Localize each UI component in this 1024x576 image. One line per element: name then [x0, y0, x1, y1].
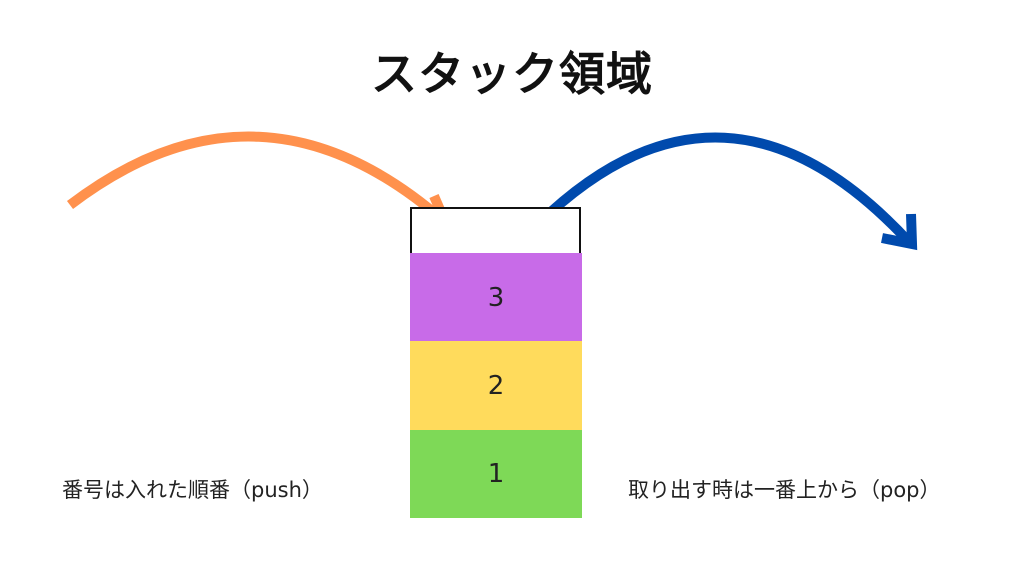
push-caption: 番号は入れた順番（push） — [62, 478, 323, 502]
stack-block-2: 2 — [410, 341, 582, 431]
stack-block-label: 3 — [487, 282, 505, 313]
push-arrow-icon — [66, 131, 455, 234]
stack-block-label: 2 — [487, 371, 505, 401]
pop-arrow-icon — [534, 132, 918, 251]
pop-caption: 取り出す時は一番上から（pop） — [628, 478, 941, 502]
stack-block-3: 3 — [410, 253, 582, 342]
stack-block-label: 1 — [487, 459, 505, 489]
empty-stack-slot — [410, 207, 581, 253]
diagram-title: スタック領域 — [371, 47, 653, 101]
stack-block-1: 1 — [410, 430, 582, 518]
